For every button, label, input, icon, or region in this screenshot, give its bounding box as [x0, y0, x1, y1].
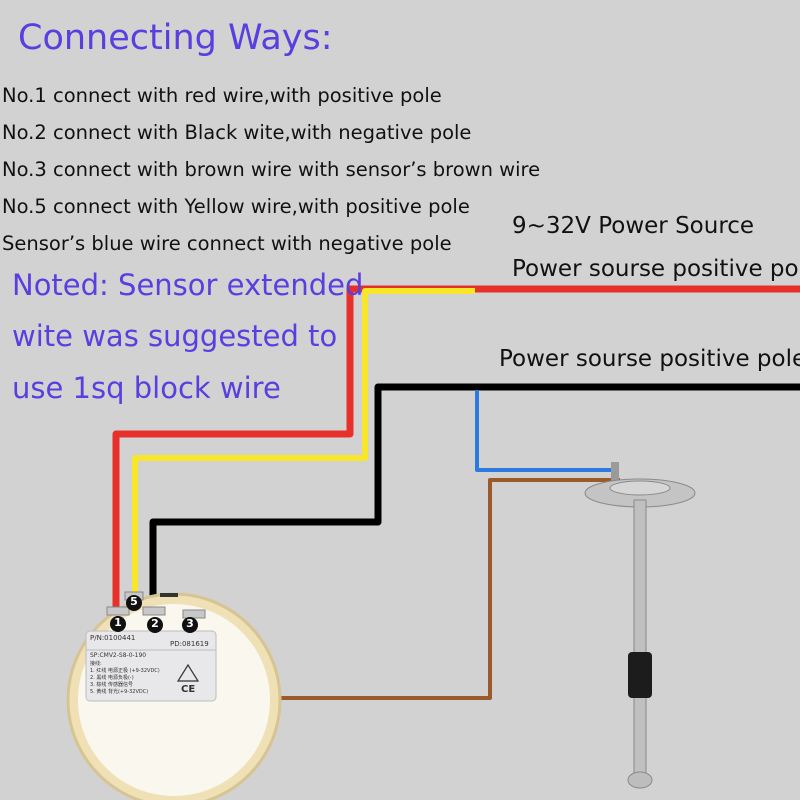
blue-wire — [475, 390, 612, 472]
rule-4: No.5 connect with Yellow wire,with posit… — [2, 195, 470, 218]
rule-2: No.2 connect with Black wite,with negati… — [2, 121, 472, 144]
sensor-float — [628, 652, 652, 698]
terminal-3-badge — [182, 617, 198, 633]
terminal-1-badge — [110, 616, 126, 632]
warning-triangle-icon — [176, 663, 200, 682]
terminal-2-badge — [147, 617, 163, 633]
rule-3: No.3 connect with brown wire with sensor… — [2, 158, 541, 181]
rule-5: Sensor’s blue wire connect with negative… — [2, 232, 452, 255]
red-wire — [112, 285, 800, 612]
gauge-label-plate — [85, 630, 217, 702]
rule-1: No.1 connect with red wire,with positive… — [2, 84, 442, 107]
gauge — [66, 591, 282, 800]
yellow-wire — [132, 288, 475, 596]
page-title: Connecting Ways: — [18, 18, 333, 58]
level-sensor — [584, 462, 696, 789]
black-wire — [149, 383, 800, 612]
sensor-rod — [633, 499, 647, 781]
terminal-5-badge — [126, 595, 142, 611]
